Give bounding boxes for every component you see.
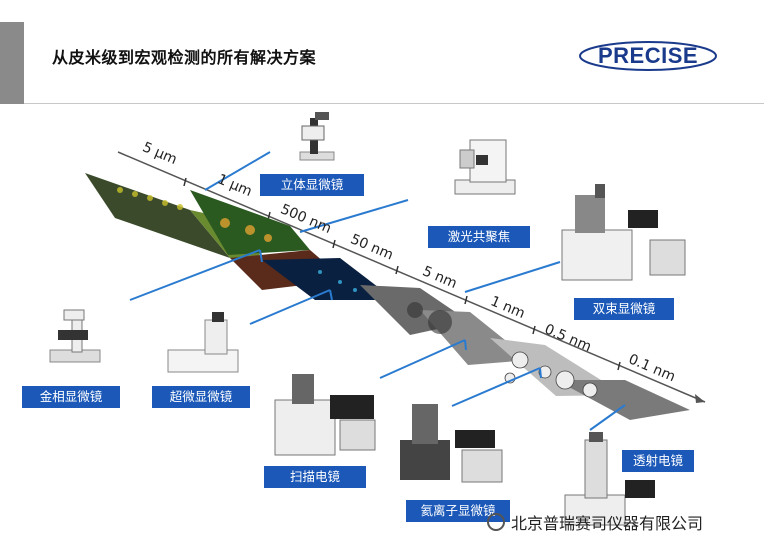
label-stereo-microscope: 立体显微镜 [260, 174, 364, 196]
fib-microscope-icon [561, 184, 686, 281]
confocal-microscope-icon [454, 139, 516, 195]
company-watermark: 北京普瑞赛司仪器有限公司 [487, 510, 703, 534]
scale-axis [117, 151, 706, 403]
label-tem: 透射电镜 [622, 450, 694, 472]
stereo-microscope-icon [299, 112, 335, 161]
metallographic-microscope-icon [49, 309, 101, 363]
watermark-text: 北京普瑞赛司仪器有限公司 [511, 514, 704, 533]
label-fib-microscope: 双束显微镜 [574, 298, 674, 320]
wechat-icon [487, 513, 505, 531]
label-ultramicroscope: 超微显微镜 [152, 386, 250, 408]
tem-icon [564, 432, 655, 526]
helium-ion-microscope-icon [400, 404, 503, 483]
sem-icon [274, 374, 376, 456]
precise-logo: PRECISE [578, 40, 718, 72]
label-confocal: 激光共聚焦 [428, 226, 530, 248]
page-title: 从皮米级到宏观检测的所有解决方案 [52, 48, 317, 67]
ultramicroscope-icon [167, 312, 239, 373]
header-divider [24, 103, 764, 104]
label-helium-ion-microscope: 氦离子显微镜 [406, 500, 510, 522]
label-sem: 扫描电镜 [264, 466, 366, 488]
micrograph-strip [85, 173, 690, 420]
header-accent-bar [0, 22, 24, 104]
logo-text: PRECISE [597, 43, 699, 68]
label-metallographic-microscope: 金相显微镜 [22, 386, 120, 408]
